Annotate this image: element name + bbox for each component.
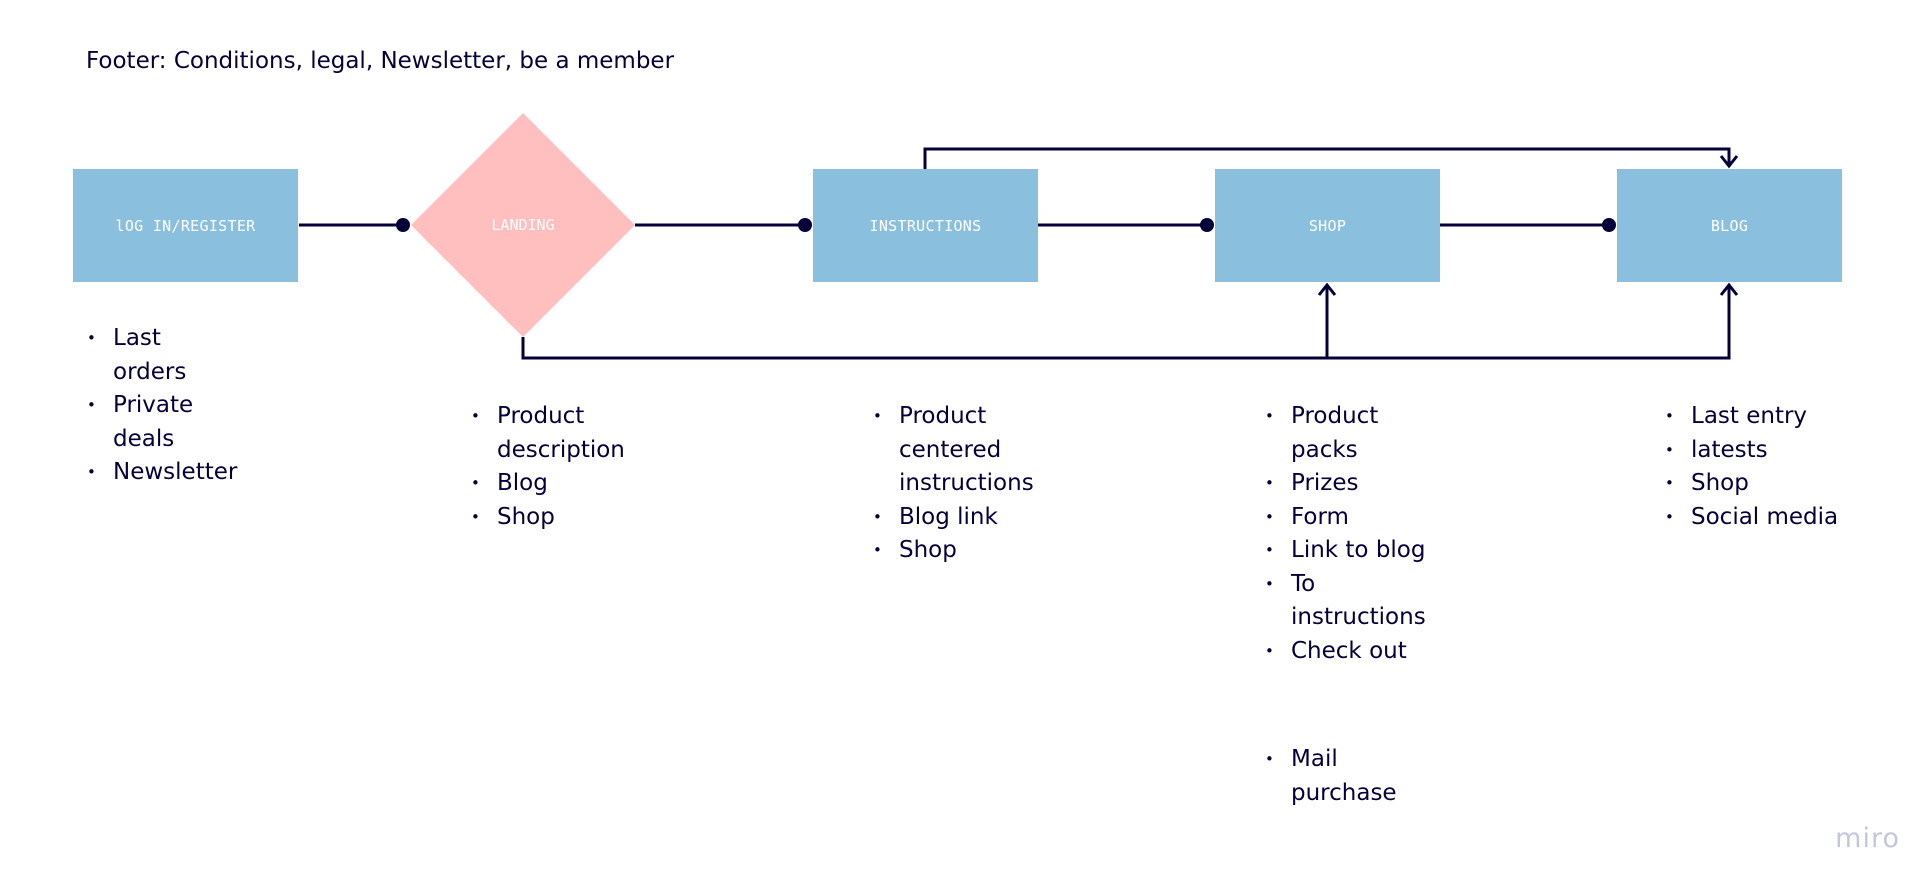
instructions-notes-list: Product centered instructions Blog link … xyxy=(873,400,1048,568)
page-title: Footer: Conditions, legal, Newsletter, b… xyxy=(86,48,675,74)
list-item: Form xyxy=(1265,501,1435,535)
login-register-node[interactable]: lOG IN/REGISTER xyxy=(73,169,298,282)
login-notes-list: Last orders Private deals Newsletter xyxy=(87,322,237,490)
list-item: Last entry xyxy=(1665,400,1865,434)
list-item: Social media xyxy=(1665,501,1865,535)
list-item: Product centered instructions xyxy=(873,400,1048,501)
list-item: To instructions xyxy=(1265,568,1435,635)
landing-notes-list: Product description Blog Shop xyxy=(471,400,641,534)
connector-landing-blog xyxy=(521,285,1731,360)
list-item: Blog xyxy=(471,467,641,501)
connector-login-landing-dot xyxy=(396,218,410,232)
list-item: Product description xyxy=(471,400,641,467)
blog-node-label: BLOG xyxy=(1710,216,1749,235)
connector-shop-blog-dot xyxy=(1602,218,1616,232)
landing-diamond-shape[interactable] xyxy=(411,113,635,337)
arrowhead-blog-top xyxy=(1719,155,1739,169)
list-item: Shop xyxy=(471,501,641,535)
list-item: Mail purchase xyxy=(1265,743,1435,810)
list-item: Link to blog xyxy=(1265,534,1435,568)
miro-logo: miro xyxy=(1835,823,1900,854)
connector-instructions-blog xyxy=(923,147,1731,169)
landing-node-label: LANDING xyxy=(491,216,554,234)
list-item: Newsletter xyxy=(87,456,237,490)
list-item: Blog link xyxy=(873,501,1048,535)
arrowhead-blog-bottom xyxy=(1719,282,1739,296)
list-item: Product packs xyxy=(1265,400,1435,467)
list-item: latests xyxy=(1665,434,1865,468)
list-item: Check out xyxy=(1265,635,1435,669)
list-item: Last orders xyxy=(87,322,237,389)
blog-node[interactable]: BLOG xyxy=(1617,169,1842,282)
list-item: Shop xyxy=(873,534,1048,568)
shop-node-label: SHOP xyxy=(1308,216,1347,235)
connector-instructions-shop-dot xyxy=(1200,218,1214,232)
instructions-node-label: INSTRUCTIONS xyxy=(869,216,982,235)
connector-landing-instructions-dot xyxy=(798,218,812,232)
list-item: Private deals xyxy=(87,389,237,456)
list-item: Prizes xyxy=(1265,467,1435,501)
instructions-node[interactable]: INSTRUCTIONS xyxy=(813,169,1038,282)
arrowhead-shop-bottom xyxy=(1317,282,1337,296)
login-register-node-label: lOG IN/REGISTER xyxy=(115,216,256,235)
shop-notes-list: Product packs Prizes Form Link to blog T… xyxy=(1265,400,1435,810)
list-item: Shop xyxy=(1665,467,1865,501)
blog-notes-list: Last entry latests Shop Social media xyxy=(1665,400,1865,534)
shop-node[interactable]: SHOP xyxy=(1215,169,1440,282)
